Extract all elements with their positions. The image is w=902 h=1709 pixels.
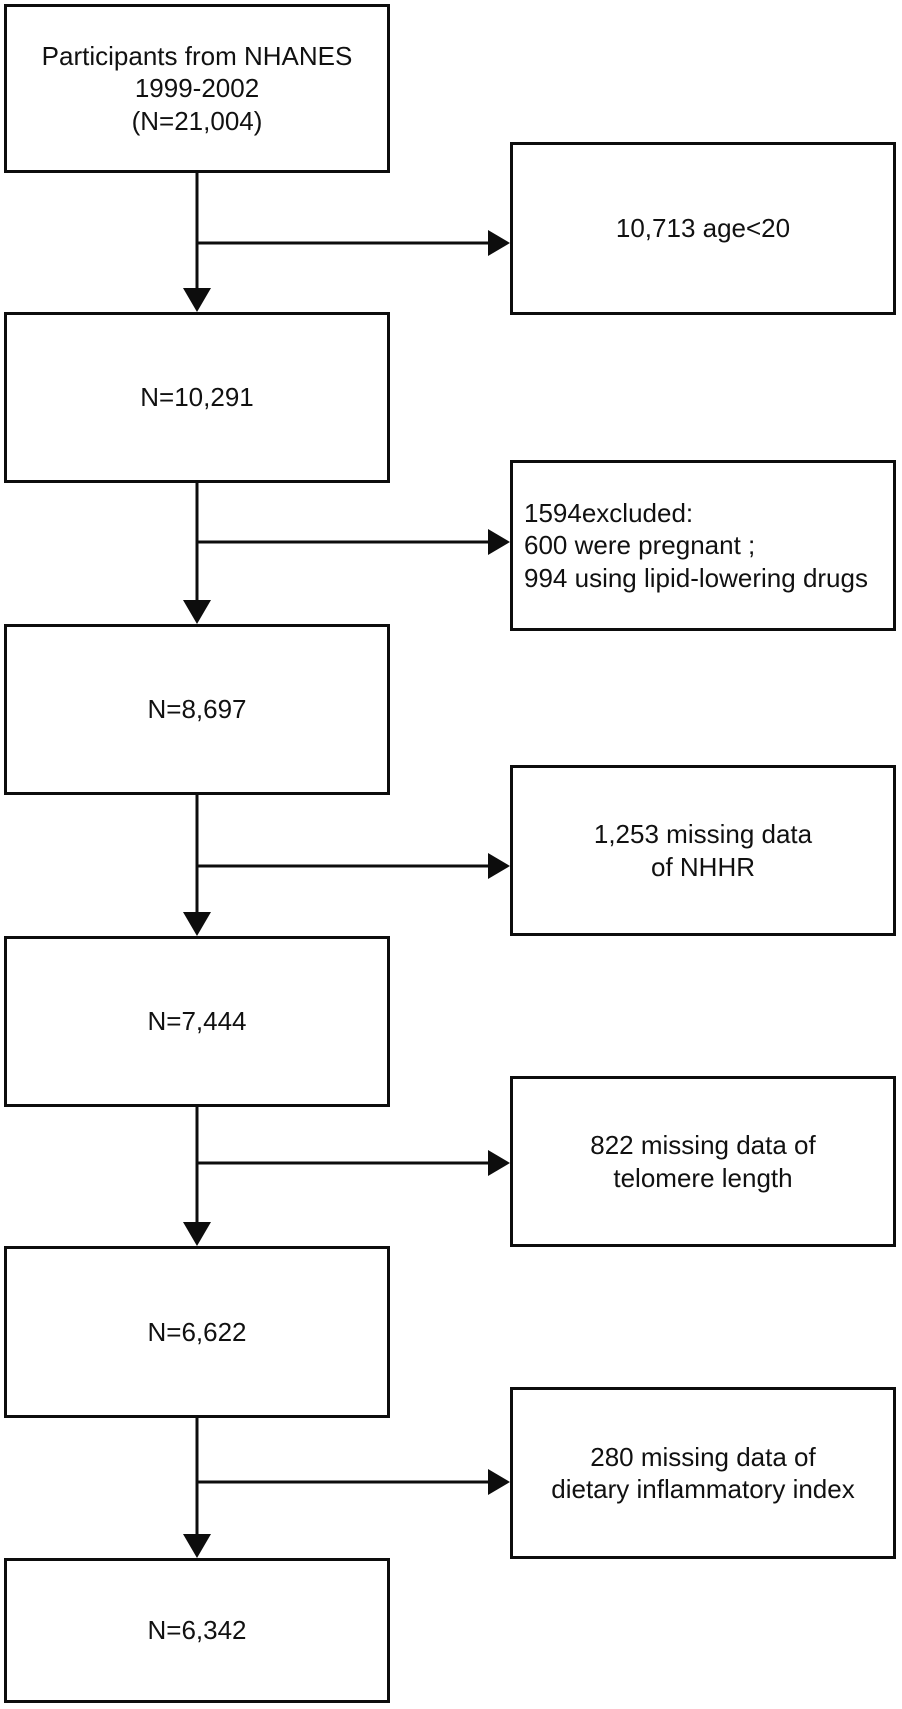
box-text-line: 1,253 missing data [593,819,813,849]
exclusion-box-nhhr: 1,253 missing data of NHHR [510,765,896,936]
box-text: 10,713 age<20 [513,212,893,245]
box-text: N=6,342 [7,1614,387,1647]
box-text-line: N=7,444 [147,1006,247,1037]
box-text-line: 1594excluded: [524,497,694,528]
exclusion-box-age: 10,713 age<20 [510,142,896,315]
box-text: 1594excluded: 600 were pregnant ; 994 us… [513,497,893,595]
box-text-line: telomere length [613,1162,793,1193]
box-text-line: 10,713 age<20 [615,213,791,244]
box-text-line: Participants from NHANES [41,40,353,71]
flow-box-n7444: N=7,444 [4,936,390,1107]
connector-step3 [183,793,510,936]
box-text: 1,253 missing data of NHHR [513,818,893,883]
box-text-line: 994 using lipid-lowering drugs [524,562,868,593]
box-text-line: dietary inflammatory index [551,1474,855,1504]
box-text-line: 600 were pregnant ; [524,530,756,561]
box-text-line: 822 missing data of [590,1130,816,1160]
box-text-line: N=10,291 [140,382,254,413]
box-text: 822 missing data of telomere length [513,1129,893,1194]
connector-step1 [183,171,510,312]
flow-box-n6622: N=6,622 [4,1246,390,1418]
exclusion-box-dii: 280 missing data of dietary inflammatory… [510,1387,896,1559]
box-text-line: N=8,697 [147,694,247,725]
box-text: 280 missing data of dietary inflammatory… [513,1441,893,1506]
box-text-line: 1999-2002 [134,73,260,104]
flow-box-n8697: N=8,697 [4,624,390,795]
box-text-line: N=6,622 [147,1316,247,1347]
exclusion-box-pregnant-lipid: 1594excluded: 600 were pregnant ; 994 us… [510,460,896,631]
exclusion-box-telomere: 822 missing data of telomere length [510,1076,896,1247]
flow-box-participants: Participants from NHANES 1999-2002 (N=21… [4,4,390,173]
connector-step4 [183,1105,510,1246]
connector-step2 [183,481,510,624]
box-text: N=10,291 [7,381,387,414]
flow-box-n6342: N=6,342 [4,1558,390,1703]
box-text-line: 280 missing data of [590,1441,816,1472]
box-text-line: N=6,342 [147,1615,247,1646]
box-text: N=7,444 [7,1005,387,1038]
box-text-line: of NHHR [650,851,755,882]
box-text: N=8,697 [7,693,387,726]
box-text: Participants from NHANES 1999-2002 (N=21… [7,40,387,138]
flow-box-n10291: N=10,291 [4,312,390,483]
box-text: N=6,622 [7,1316,387,1349]
box-text-line: (N=21,004) [131,105,263,136]
connector-step5 [183,1416,510,1558]
